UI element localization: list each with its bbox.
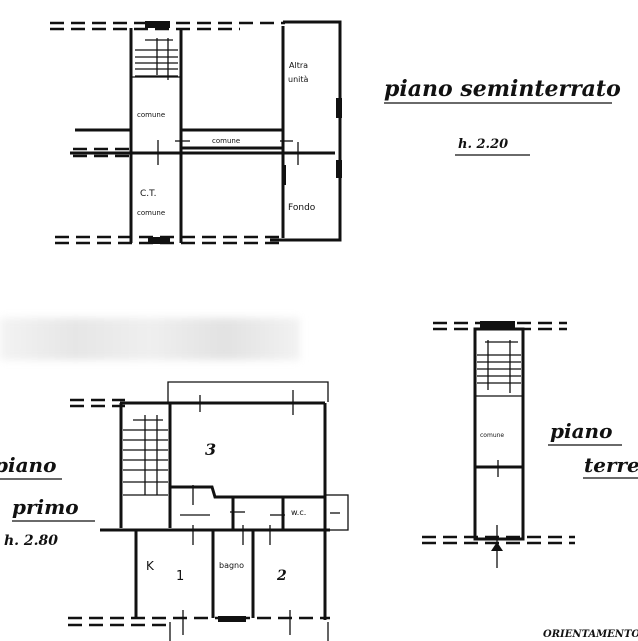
room-label-corridor: comune xyxy=(212,137,240,145)
first-floor-title-2: primo xyxy=(12,495,79,519)
ground-floor-plan: comune piano terreno xyxy=(422,321,638,568)
first-floor-title-1: piano xyxy=(0,453,56,477)
room-label-wc: w.c. xyxy=(291,508,306,517)
room-label-1: 1 xyxy=(176,569,184,584)
first-floor-plan: 3 K 1 bagno 2 w.c. piano primo h. 2.80 xyxy=(0,381,349,641)
room-label-boiler: C.T. xyxy=(140,189,156,199)
entrance-arrow-icon xyxy=(491,542,503,551)
basement-height: h. 2.20 xyxy=(458,137,508,152)
orientation-label: ORIENTAMENTO xyxy=(543,629,638,640)
room-label-2: 2 xyxy=(276,568,287,584)
first-floor-height: h. 2.80 xyxy=(4,533,58,549)
room-label-boiler-2: comune xyxy=(137,209,165,217)
room-label-bathroom: bagno xyxy=(219,561,244,570)
ground-floor-title-1: piano xyxy=(550,419,612,443)
first-floor-stair xyxy=(123,415,168,496)
room-label-ground-common: comune xyxy=(480,432,504,439)
room-label-3: 3 xyxy=(205,440,216,459)
redacted-area xyxy=(0,318,300,360)
room-label-storage: Fondo xyxy=(288,203,316,213)
basement-plan: comune comune Altra unità C.T. comune Fo… xyxy=(50,20,621,245)
room-label-other-unit: Altra xyxy=(289,61,308,70)
ground-floor-title-2: terreno xyxy=(584,453,638,477)
room-label-other-unit-2: unità xyxy=(288,75,309,84)
room-label-kitchen: K xyxy=(146,559,155,573)
room-label-stair-common: comune xyxy=(137,111,165,119)
basement-title: piano seminterrato xyxy=(384,76,621,102)
